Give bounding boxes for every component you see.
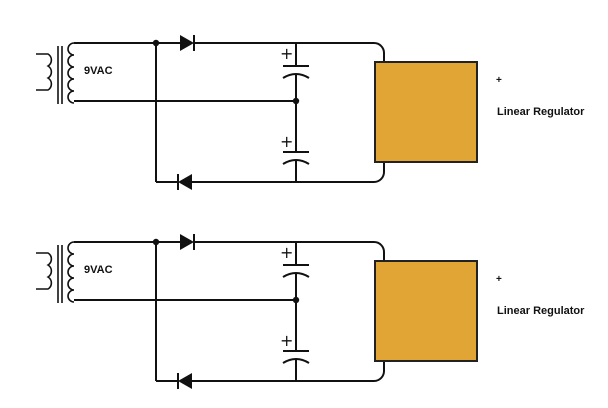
primary-coil — [36, 53, 53, 91]
junction-dot — [152, 39, 160, 47]
source-label: 9VAC — [84, 264, 113, 276]
junction-dot — [152, 238, 160, 246]
diode-upper — [180, 234, 195, 250]
capacitor-lower — [282, 300, 310, 381]
capacitor-upper-plus: + — [280, 44, 293, 63]
diode-upper — [180, 35, 195, 51]
secondary-coil — [67, 42, 75, 104]
capacitor-lower — [282, 101, 310, 182]
right-top-wire — [373, 241, 385, 262]
transformer — [36, 42, 75, 104]
source-label: 9VAC — [84, 65, 113, 77]
diode-lower — [177, 174, 192, 190]
secondary-coil — [67, 241, 75, 303]
diode-lower — [177, 373, 192, 389]
regulator-label: Linear Regulator — [497, 305, 585, 317]
capacitor-upper — [282, 43, 310, 101]
capacitor-upper-plus: + — [280, 243, 293, 262]
circuit-1: 9VAC + — [36, 35, 585, 190]
right-top-wire — [373, 42, 385, 63]
linear-regulator-block — [374, 61, 478, 163]
capacitor-upper — [282, 242, 310, 300]
regulator-plus-label: + — [496, 75, 502, 86]
transformer — [36, 241, 75, 303]
circuit-2: 9VAC + + — [36, 234, 585, 389]
primary-coil — [36, 252, 53, 290]
right-bottom-wire — [373, 162, 385, 183]
linear-regulator-block — [374, 260, 478, 362]
regulator-label: Linear Regulator — [497, 106, 585, 118]
right-bottom-wire — [373, 361, 385, 382]
capacitor-lower-plus: + — [280, 132, 293, 151]
capacitor-lower-plus: + — [280, 331, 293, 350]
regulator-plus-label: + — [496, 274, 502, 285]
